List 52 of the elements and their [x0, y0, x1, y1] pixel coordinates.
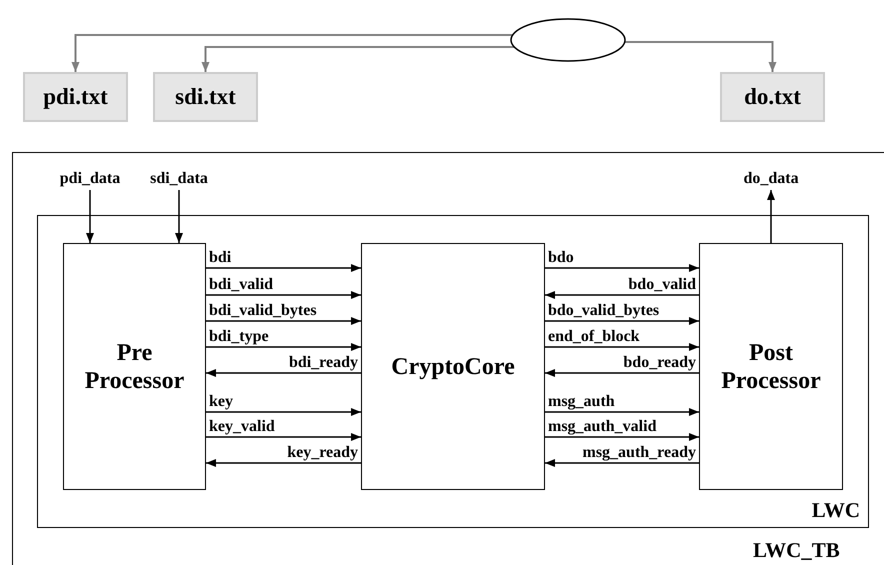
file-box: do.txt — [720, 72, 825, 122]
arrow — [767, 190, 775, 243]
module-block: Pre Processor — [63, 243, 206, 490]
signal-label: bdi — [209, 249, 232, 267]
signal-label: bdi_valid_bytes — [209, 302, 317, 320]
module-frame — [12, 152, 884, 565]
port-label: pdi_data — [48, 168, 132, 190]
signal-label: key_ready — [287, 444, 358, 462]
signal-label: end_of_block — [548, 328, 640, 346]
arrow — [206, 291, 361, 299]
arrow — [545, 408, 699, 416]
file-box: sdi.txt — [153, 72, 258, 122]
module-frame — [37, 215, 869, 528]
signal-label: bdi_type — [209, 328, 269, 346]
signal-label: bdo_valid_bytes — [548, 302, 660, 320]
generator-ellipse — [510, 18, 626, 62]
arrow — [206, 343, 361, 351]
signal-label: msg_auth — [548, 393, 615, 411]
module-block: Post Processor — [699, 243, 843, 490]
arrow — [86, 190, 94, 243]
module-block: CryptoCore — [361, 243, 545, 490]
signal-label: bdo_valid — [628, 276, 696, 294]
signal-label: bdo — [548, 249, 574, 267]
arrow — [545, 264, 699, 272]
arrow — [545, 291, 699, 299]
arrow — [545, 433, 699, 441]
arrow — [545, 459, 699, 467]
module-name: LWC — [812, 498, 860, 523]
signal-label: bdi_ready — [288, 354, 358, 372]
arrow — [624, 41, 776, 72]
signal-label: bdo_ready — [623, 354, 696, 372]
port-label: sdi_data — [138, 168, 220, 190]
arrow — [206, 264, 361, 272]
module-name: LWC_TB — [753, 538, 840, 563]
port-label: do_data — [732, 168, 810, 190]
arrow — [202, 46, 514, 72]
arrow — [545, 317, 699, 325]
arrow — [206, 317, 361, 325]
arrow — [545, 369, 699, 377]
signal-label: bdi_valid — [209, 276, 274, 294]
signal-label: msg_auth_ready — [582, 444, 696, 462]
signal-label: key_valid — [209, 418, 275, 436]
arrow — [206, 459, 361, 467]
arrow — [206, 369, 361, 377]
arrow — [206, 408, 361, 416]
arrow — [72, 34, 513, 72]
file-box: pdi.txt — [23, 72, 128, 122]
arrow — [545, 343, 699, 351]
signal-label: key — [209, 393, 233, 411]
signal-label: msg_auth_valid — [548, 418, 656, 436]
arrow — [206, 433, 361, 441]
arrow — [175, 190, 183, 243]
